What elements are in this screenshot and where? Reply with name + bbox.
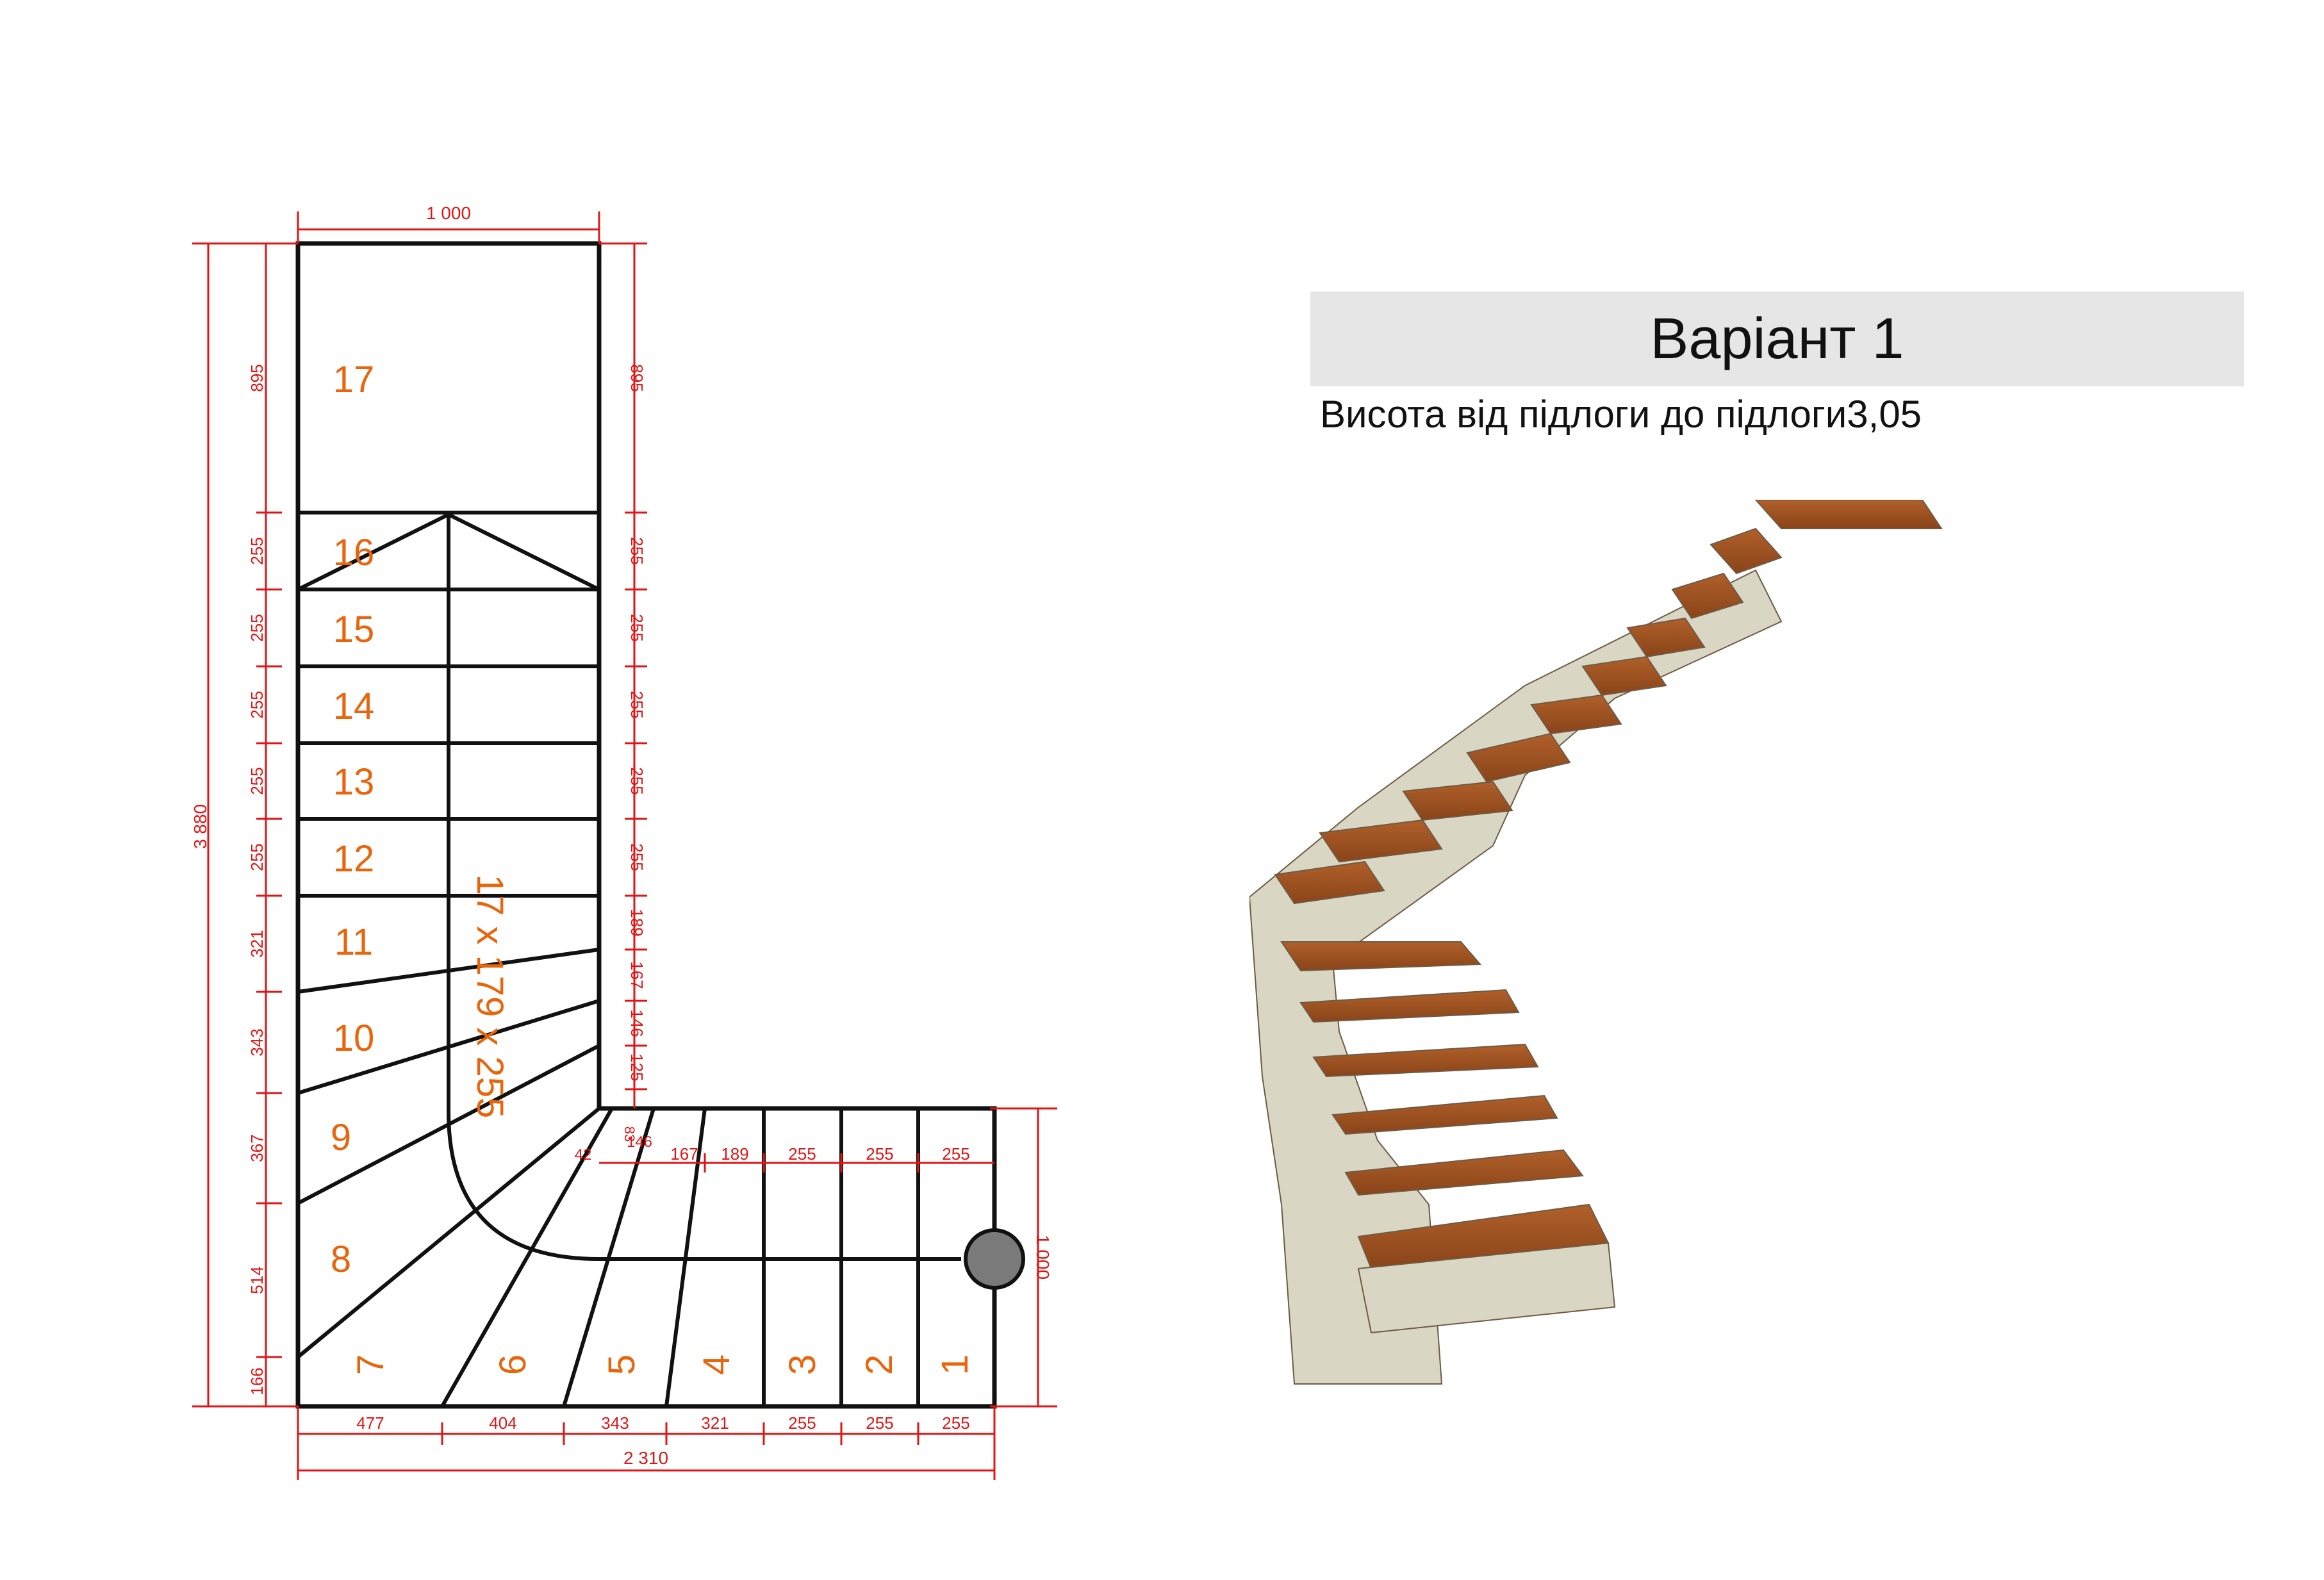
tread-line <box>297 1044 600 1205</box>
dim-left-side-value: 255 <box>247 614 267 641</box>
stair-3d-tread <box>1344 1149 1584 1196</box>
stair-3d-tread <box>1319 819 1443 863</box>
dim-right-side-value: 125 <box>627 1053 647 1081</box>
tread-line <box>297 513 450 591</box>
stair-3d-tread <box>1754 500 1943 529</box>
step-number: 6 <box>492 1354 534 1375</box>
dim-bottom-outer-value: 343 <box>601 1413 629 1433</box>
dim-bottom-inner: 42 83 146 167 189 255 255 255 <box>575 1126 970 1164</box>
variant-title: Варіант 1 <box>1650 306 1904 371</box>
dim-bottom-inner-value: 167 <box>670 1144 698 1164</box>
dim-right-side-value: 255 <box>627 843 647 871</box>
dim-left-side-value: 166 <box>247 1367 267 1395</box>
step-numbers: 1 2 3 4 5 6 7 8 9 10 11 12 13 14 15 16 1… <box>331 359 976 1375</box>
newel-post-icon <box>964 1228 1025 1290</box>
dim-bottom-outer-value: 477 <box>356 1413 384 1433</box>
dim-bottom-outer-value: 255 <box>788 1413 816 1433</box>
stair-3d-tread <box>1710 527 1783 575</box>
step-number: 13 <box>333 761 375 803</box>
step-number: 5 <box>601 1354 643 1375</box>
step-number: 3 <box>782 1354 823 1375</box>
dim-right-side-value: 167 <box>627 961 647 989</box>
dim-bottom-inner-value: 255 <box>866 1144 893 1164</box>
stair-3d-render <box>1249 500 1943 1385</box>
step-number: 17 <box>333 359 375 400</box>
dim-left-side-value: 255 <box>247 691 267 718</box>
stair-3d-tread <box>1331 1094 1558 1135</box>
step-number: 7 <box>350 1354 391 1375</box>
stair-plan-drawing: 1 000 3 880 2 310 1 000 895 255 255 255 … <box>190 203 1057 1480</box>
dim-left-side: 895 255 255 255 255 255 321 343 367 514 … <box>247 364 267 1395</box>
stair-3d-tread <box>1671 572 1744 620</box>
tread-line <box>664 1108 707 1407</box>
dim-bottom-inner-value: 255 <box>942 1144 969 1164</box>
dimension-lines <box>192 211 1057 1480</box>
walking-line <box>447 514 961 1261</box>
dim-left-side-value: 255 <box>247 843 267 871</box>
dim-right-side-value: 255 <box>627 614 647 641</box>
dim-right-side-value: 255 <box>627 537 647 564</box>
step-size-label: 17 x 179 x 255 <box>469 875 511 1119</box>
dim-right-side-value: 255 <box>627 691 647 718</box>
dim-right-flight-width: 1 000 <box>1033 1235 1053 1280</box>
dim-bottom-outer-value: 255 <box>942 1413 969 1433</box>
dim-left-side-value: 255 <box>247 767 267 794</box>
dim-left-side-value: 514 <box>247 1266 267 1294</box>
stair-3d-tread <box>1402 780 1513 821</box>
dim-bottom-outer-value: 321 <box>701 1413 729 1433</box>
stair-3d-steps <box>1249 500 1943 1385</box>
stair-3d-riser <box>1357 1242 1616 1334</box>
dim-bottom-inner-value: 42 <box>575 1146 592 1164</box>
stair-3d-tread <box>1274 860 1385 905</box>
stair-3d-tread <box>1530 694 1622 735</box>
dim-bottom-inner-value: 83 <box>622 1126 638 1142</box>
dim-right-side-value: 146 <box>627 1009 647 1037</box>
dim-bottom-inner-value: 189 <box>721 1144 748 1164</box>
dim-right-side: 895 255 255 255 255 255 189 167 146 125 <box>627 364 647 1081</box>
dim-left-side-value: 343 <box>247 1028 267 1056</box>
dim-total-height: 3 880 <box>190 804 210 849</box>
step-number: 12 <box>333 838 375 880</box>
stair-3d-tread <box>1299 989 1520 1023</box>
step-number: 8 <box>331 1238 351 1280</box>
dim-bottom-outer-value: 255 <box>866 1413 893 1433</box>
stair-outline <box>295 241 997 1409</box>
tread-line <box>297 999 600 1095</box>
dim-right-side-value: 895 <box>627 364 647 391</box>
step-number: 15 <box>333 609 375 650</box>
stair-3d-tread <box>1280 941 1482 972</box>
dim-left-side-value: 321 <box>247 930 267 957</box>
variant-title-bar: Варіант 1 <box>1310 292 2244 386</box>
stair-3d-tread <box>1581 655 1667 696</box>
stair-3d-tread <box>1312 1043 1539 1078</box>
dim-right-side-value: 189 <box>627 909 647 936</box>
step-number: 9 <box>331 1117 351 1158</box>
step-number: 4 <box>696 1354 738 1375</box>
dim-total-width: 2 310 <box>623 1448 668 1468</box>
dim-left-side-value: 255 <box>247 537 267 564</box>
step-number: 16 <box>333 532 375 573</box>
tread-line <box>440 1107 614 1408</box>
step-number: 10 <box>333 1017 375 1059</box>
tread-line <box>297 1107 600 1359</box>
dim-bottom-outer-value: 404 <box>489 1413 516 1433</box>
stair-3d-tread <box>1466 732 1571 783</box>
step-number: 11 <box>334 921 373 963</box>
tread-line <box>562 1108 655 1407</box>
stair-3d-tread <box>1626 617 1706 658</box>
step-number: 2 <box>859 1354 900 1375</box>
dim-bottom-inner-value: 255 <box>788 1144 816 1164</box>
dim-left-side-value: 367 <box>247 1134 267 1162</box>
dim-left-side-value: 895 <box>247 364 267 391</box>
tread-line <box>447 513 600 591</box>
dim-bottom-outer: 477 404 343 321 255 255 255 <box>356 1413 969 1433</box>
dim-bottom-inner-value: 146 <box>627 1133 652 1151</box>
step-number: 1 <box>934 1354 976 1375</box>
dim-right-side-value: 255 <box>627 767 647 794</box>
step-number: 14 <box>333 686 375 727</box>
floor-height-label: Висота від підлоги до підлоги3,05 <box>1320 393 1922 436</box>
dim-top-width: 1 000 <box>426 203 471 223</box>
tread-line <box>297 948 600 994</box>
